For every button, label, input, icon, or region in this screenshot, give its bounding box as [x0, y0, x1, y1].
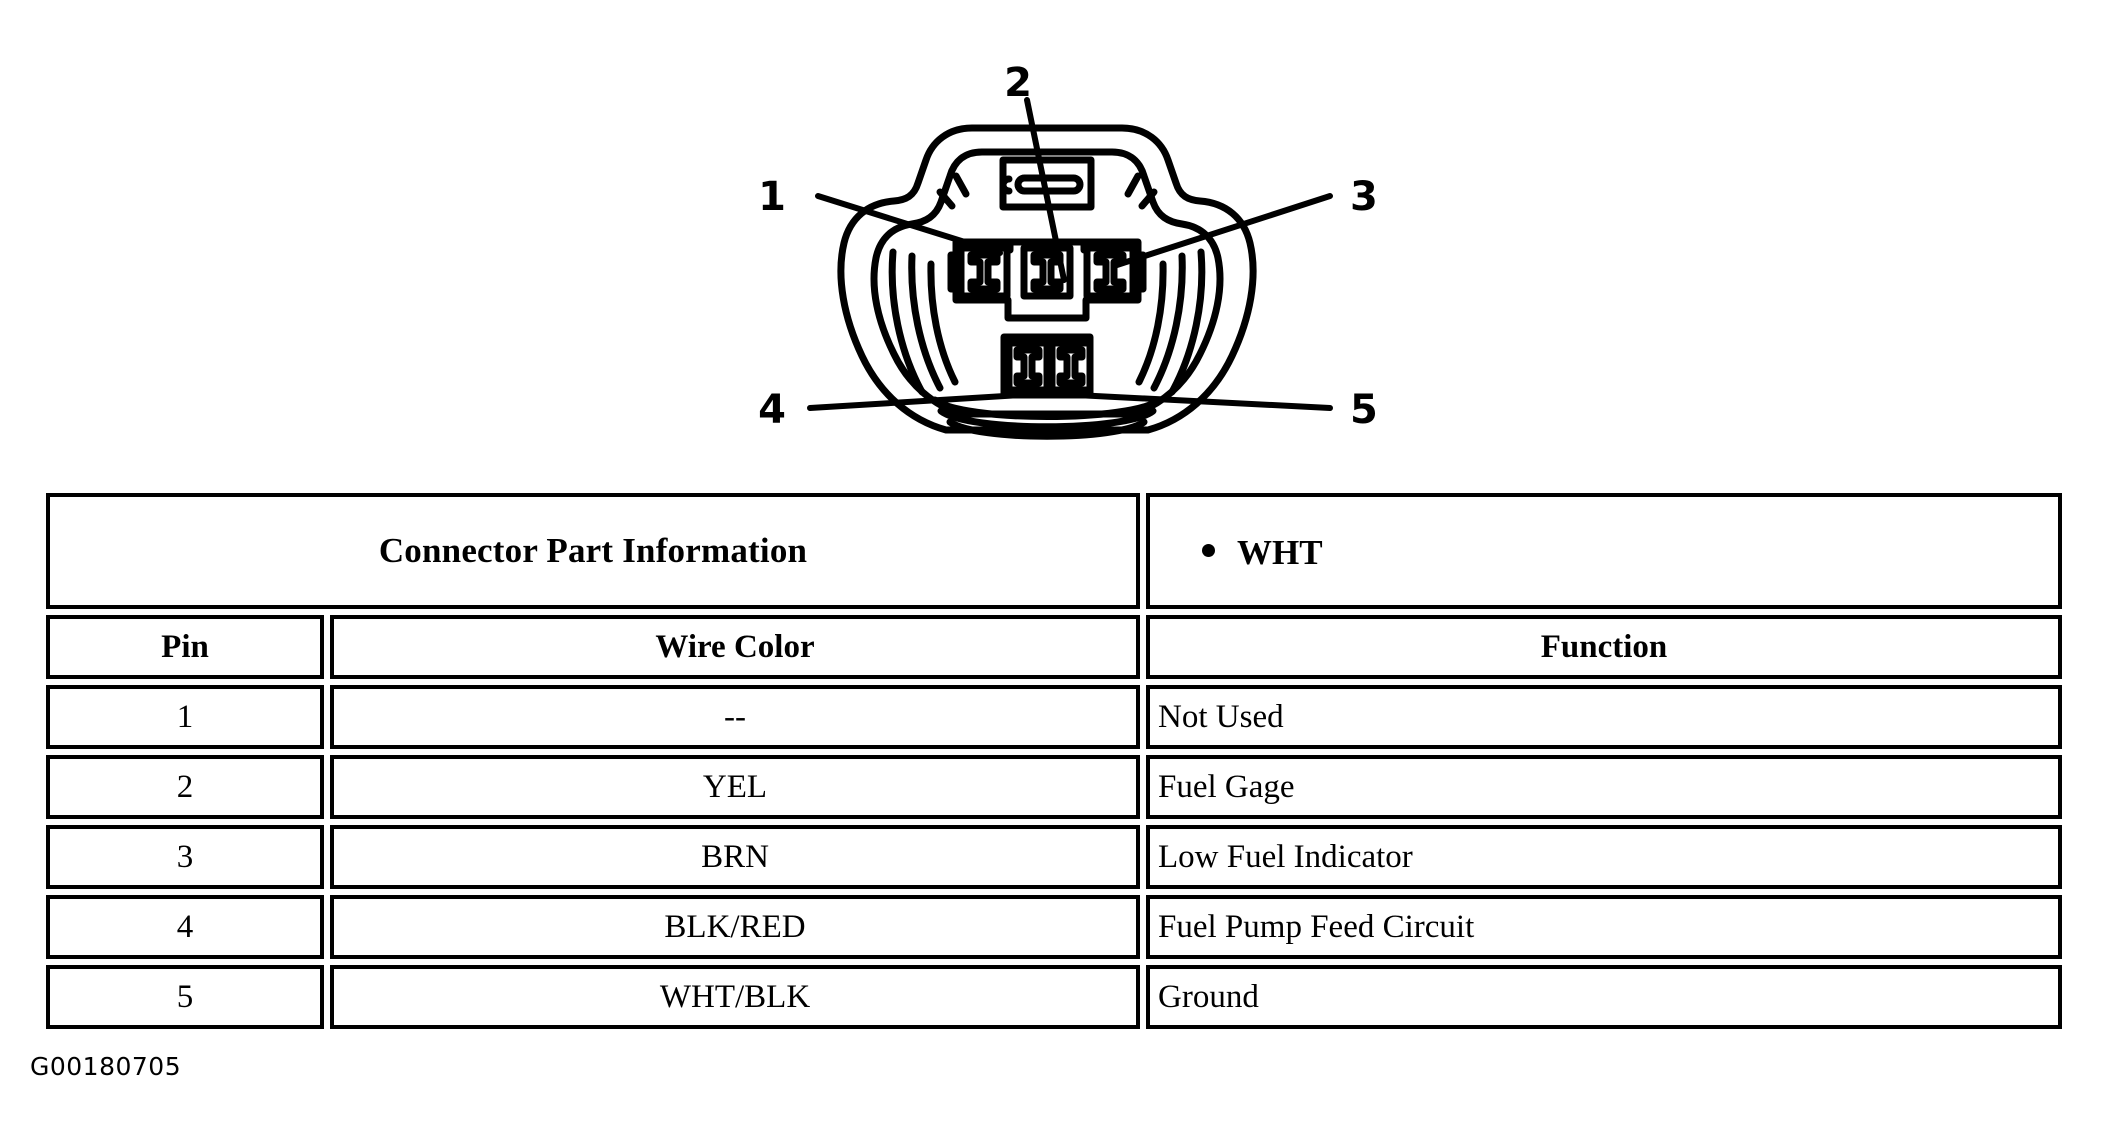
table-row: 3 BRN Low Fuel Indicator — [46, 825, 2063, 889]
connector-outer-shell — [837, 124, 1257, 434]
shoulder-tick-left-1 — [952, 172, 970, 198]
leader-line-2 — [1024, 97, 1067, 283]
callout-label-4: 4 — [758, 387, 786, 433]
callout-label-1: 1 — [758, 174, 786, 220]
figure-code: G00180705 — [30, 1052, 182, 1081]
callout-label-3: 3 — [1350, 174, 1378, 220]
table-row: 4 BLK/RED Fuel Pump Feed Circuit — [46, 895, 2063, 959]
callout-label-5: 5 — [1350, 387, 1378, 433]
leader-line-1 — [815, 193, 1003, 256]
connector-pinout-table: Connector Part Information WHT Pin Wire … — [40, 487, 2068, 1035]
cell-wire-color: BLK/RED — [330, 895, 1141, 959]
shoulder-tick-left-2 — [936, 188, 956, 210]
connector-part-information-title: Connector Part Information — [46, 493, 1141, 609]
cell-function: Low Fuel Indicator — [1146, 825, 2063, 889]
cell-function: Ground — [1146, 965, 2063, 1029]
shoulder-tick-right-2 — [1138, 188, 1158, 210]
shoulder-tick-right-1 — [1124, 172, 1142, 198]
cell-pin: 2 — [46, 755, 324, 819]
bullet-icon — [1202, 543, 1216, 557]
cell-function: Fuel Gage — [1146, 755, 2063, 819]
connector-illustration: 1 2 3 4 5 — [0, 0, 2108, 470]
column-header-pin: Pin — [46, 615, 324, 679]
table-row: 5 WHT/BLK Ground — [46, 965, 2063, 1029]
connector-color-cell: WHT — [1146, 493, 2063, 609]
cell-wire-color: -- — [330, 685, 1141, 749]
draft-line-left-2 — [908, 252, 944, 392]
cell-pin: 5 — [46, 965, 324, 1029]
draft-line-right-3 — [1135, 260, 1167, 386]
table-row: 2 YEL Fuel Gage — [46, 755, 2063, 819]
draft-line-left-3 — [927, 260, 959, 386]
table-header-row: Pin Wire Color Function — [46, 615, 2063, 679]
draft-line-right-1 — [1168, 248, 1206, 396]
terminal-cavity-4 — [1005, 339, 1051, 394]
bottom-contour-1 — [931, 396, 1163, 420]
draft-line-left-1 — [888, 248, 926, 396]
table-row: 1 -- Not Used — [46, 685, 2063, 749]
connector-color-label: WHT — [1237, 532, 1323, 572]
cell-wire-color: BRN — [330, 825, 1141, 889]
bottom-contour-2 — [937, 407, 1157, 431]
leader-line-5 — [1073, 392, 1333, 411]
bottom-contour-3 — [946, 418, 1148, 440]
cell-function: Not Used — [1146, 685, 2063, 749]
table-title-row: Connector Part Information WHT — [46, 493, 2063, 609]
cell-wire-color: YEL — [330, 755, 1141, 819]
column-header-wire-color: Wire Color — [330, 615, 1141, 679]
connector-inner-shell — [870, 148, 1224, 418]
column-header-function: Function — [1146, 615, 2063, 679]
cell-pin: 4 — [46, 895, 324, 959]
terminal-cavity-3 — [1083, 244, 1147, 300]
draft-line-right-2 — [1150, 252, 1186, 392]
latch-detent-mark — [999, 175, 1013, 195]
cell-function: Fuel Pump Feed Circuit — [1146, 895, 2063, 959]
leader-line-4 — [807, 392, 1025, 411]
leader-line-3 — [1114, 193, 1333, 268]
cell-pin: 3 — [46, 825, 324, 889]
terminal-cavity-5 — [1048, 339, 1094, 394]
callout-label-2: 2 — [1004, 60, 1032, 106]
cell-wire-color: WHT/BLK — [330, 965, 1141, 1029]
latch-slot — [1014, 174, 1084, 195]
cell-pin: 1 — [46, 685, 324, 749]
